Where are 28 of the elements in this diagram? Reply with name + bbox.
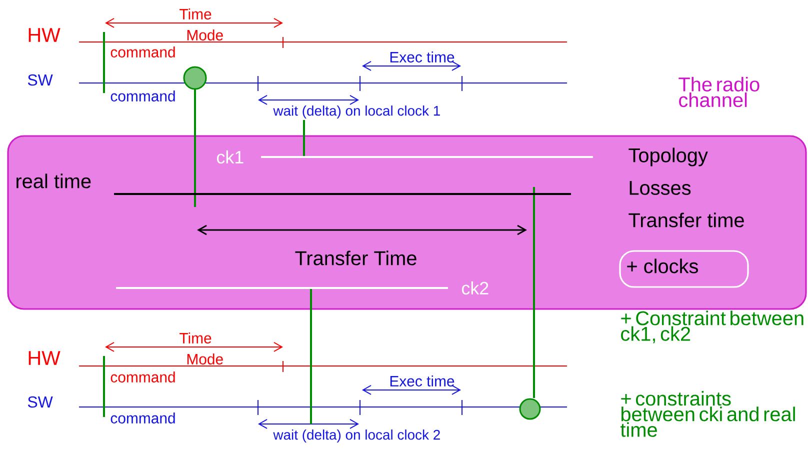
event-label: command — [110, 412, 175, 424]
interval-label: Transfer Time — [295, 250, 416, 266]
interval-label: wait (delta) on local clock 2 — [273, 430, 440, 442]
property-text: Topology — [628, 148, 708, 166]
constraint-note: + Constraint between ck1, ck2 — [621, 310, 804, 344]
interval-label: Exec time — [390, 376, 454, 386]
axis-label: HW — [28, 351, 60, 365]
clock-label: ck2 — [462, 281, 488, 295]
axis-label: real time — [16, 174, 91, 188]
axis-label: SW — [28, 74, 53, 86]
channel-title: The radio channel — [678, 76, 760, 108]
interval-label: Time — [180, 8, 212, 20]
interval-label: Time — [180, 332, 212, 344]
property-text: Losses — [630, 181, 691, 195]
clock-label: ck1 — [216, 150, 244, 164]
event-label: command — [110, 46, 175, 58]
axis-label: HW — [28, 28, 60, 42]
channel-box — [7, 135, 807, 310]
event-label: command — [110, 90, 175, 102]
interval-label: Mode — [187, 354, 223, 364]
axis-label: SW — [28, 396, 53, 408]
interval-label: Mode — [187, 30, 223, 40]
event-label: command — [110, 372, 175, 382]
interval-label: Exec time — [390, 52, 454, 62]
interval-label: wait (delta) on local clock 1 — [273, 106, 440, 118]
clocks-box: + clocks — [619, 250, 749, 288]
property-text: Transfer time — [628, 212, 744, 228]
constraint-note: + constraints between cki and real time — [620, 391, 795, 437]
